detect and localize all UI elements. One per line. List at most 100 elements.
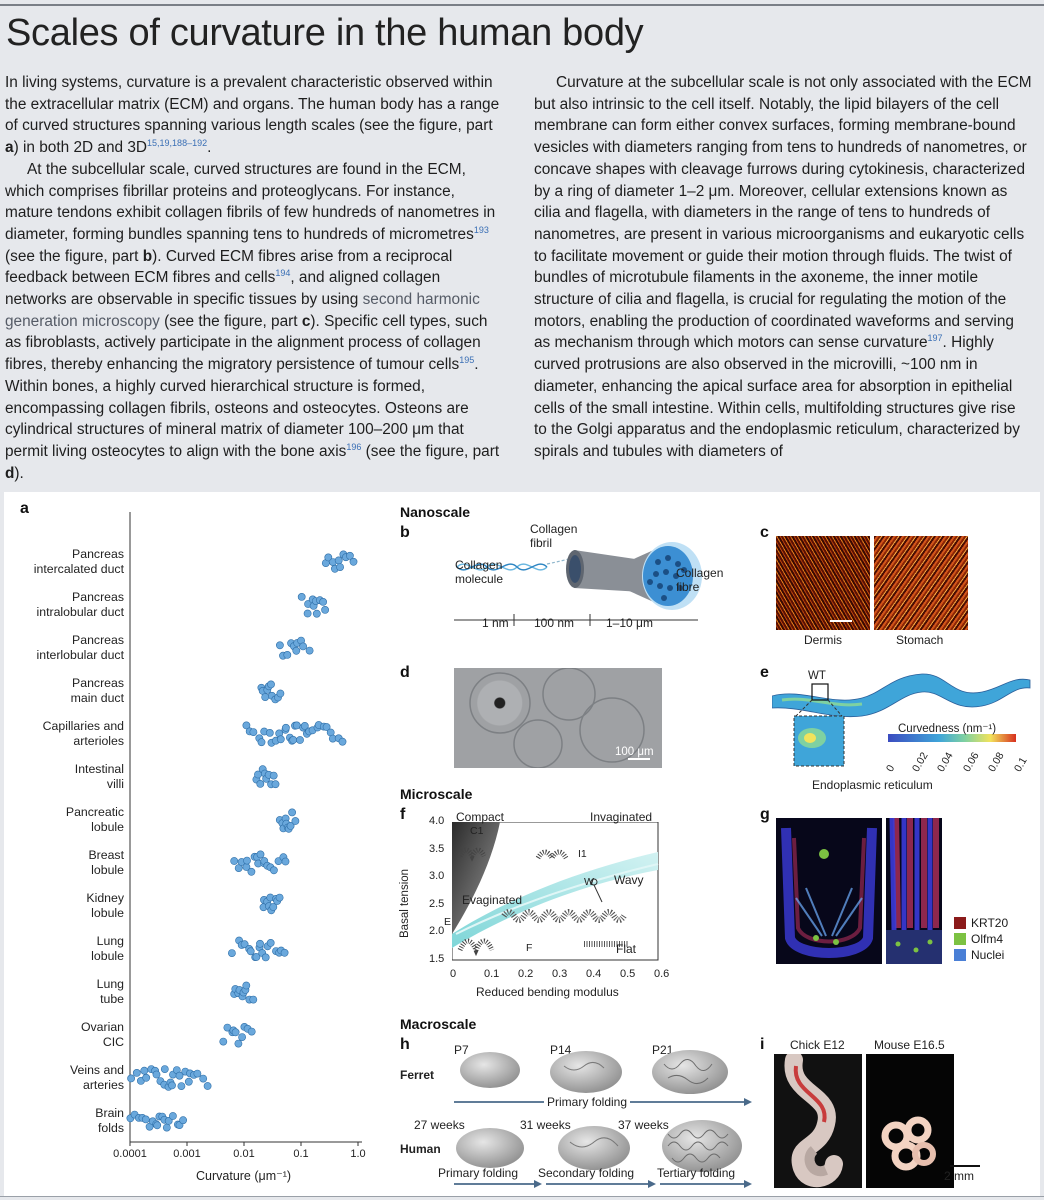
chart-category-label-line: Breast: [88, 848, 124, 862]
chart-series-row: [257, 680, 285, 704]
chart-category-label-line: lobule: [91, 905, 124, 920]
citation-ref[interactable]: 194: [275, 268, 291, 279]
chart-point: [267, 680, 275, 689]
chart-category-label-line: folds: [98, 1120, 124, 1135]
chart-point: [203, 1082, 212, 1090]
chart-category-label-line: Capillaries and: [42, 719, 124, 733]
right-column: Curvature at the subcellular scale is no…: [534, 72, 1032, 463]
phase-x-tick: 0.1: [484, 968, 500, 980]
collagen-fibre-label: Collagen fibre: [676, 566, 724, 594]
chart-category-label-line: Pancreatic: [65, 805, 124, 819]
chart-point: [312, 609, 321, 618]
panel-label-f: f: [400, 806, 406, 823]
chart-point: [179, 1116, 187, 1125]
chart-category-label-line: interlobular duct: [36, 647, 125, 662]
nanoscale-header: Nanoscale: [400, 504, 471, 520]
citation-ref[interactable]: 193: [473, 224, 489, 235]
chart-series-row: [126, 1110, 187, 1132]
chart-point: [160, 1065, 169, 1073]
chart-point: [238, 1033, 246, 1041]
citation-ref[interactable]: 195: [459, 355, 475, 366]
chart-point: [297, 593, 306, 601]
phase-x-tick: 0.3: [552, 968, 568, 980]
chart-point: [276, 689, 285, 698]
chart-point: [266, 938, 275, 947]
stomach-image: [874, 536, 968, 630]
chart-point: [322, 723, 331, 731]
panel-label-i: i: [760, 1036, 765, 1053]
chart-point: [249, 995, 258, 1004]
chart-series-row: [321, 550, 358, 573]
chart-series-row: [252, 765, 280, 789]
chart-series-row: [219, 1023, 256, 1048]
scale-100nm: 100 nm: [534, 616, 575, 630]
citation-ref[interactable]: 196: [346, 441, 362, 452]
i1-label: I1: [578, 848, 587, 860]
chart-category-label-line: Pancreas: [72, 547, 124, 561]
tertiary-folding: Tertiary folding: [657, 1166, 736, 1180]
chart-series-row: [230, 850, 290, 876]
label-31-weeks: 31 weeks: [520, 1118, 571, 1132]
chart-point: [345, 551, 354, 560]
f-point-label: F: [526, 942, 533, 954]
mouse-label: Mouse E16.5: [874, 1038, 945, 1052]
phase-x-tick: 0.4: [586, 968, 602, 980]
right-paragraph-1: Curvature at the subcellular scale is no…: [534, 74, 1032, 460]
citation-ref[interactable]: 15,19,188–192: [147, 137, 208, 148]
chart-series-row: [230, 981, 258, 1004]
panel-label-e: e: [760, 664, 769, 681]
chart-point: [142, 1073, 151, 1082]
chart-point: [227, 949, 236, 957]
chart-point: [286, 821, 295, 830]
chart-point: [334, 556, 343, 565]
chart-x-tick-label: 0.1: [293, 1148, 309, 1160]
chart-x-label: Curvature (μm⁻¹): [196, 1169, 292, 1183]
chart-point: [281, 723, 290, 732]
panel-label-h: h: [400, 1036, 410, 1053]
panel-label-a: a: [20, 500, 29, 517]
phase-x-tick: 0.5: [620, 968, 636, 980]
chart-point: [256, 850, 265, 859]
chart-point: [153, 1121, 162, 1130]
chart-point: [300, 721, 309, 730]
stain-legend-item: Nuclei: [954, 948, 1004, 962]
bottom-rule: [0, 1196, 1044, 1197]
left-paragraph-2: At the subcellular scale, curved structu…: [5, 160, 500, 482]
legend-label: KRT20: [971, 916, 1009, 930]
panel-label-c: c: [760, 524, 769, 541]
chart-point: [152, 1070, 161, 1079]
chart-point: [175, 1071, 184, 1080]
intestine-stain-right: [886, 818, 942, 964]
phase-x-tick: 0: [450, 968, 457, 980]
chart-category-label-line: Pancreas: [72, 633, 124, 647]
glossary-link[interactable]: second harmonic generation microscopy: [5, 291, 480, 330]
stain-legend-item: Olfm4: [954, 932, 1003, 946]
stain-legend-item: KRT20: [954, 916, 1008, 930]
phase-y-tick: 3.5: [429, 842, 445, 855]
phase-y-label: Basal tension: [399, 868, 411, 938]
chart-category-label-line: Lung: [96, 977, 124, 991]
citation-ref[interactable]: 197: [927, 333, 943, 344]
invaginated-label: Invaginated: [590, 810, 653, 824]
chart-point: [261, 953, 270, 962]
mouse-gut-image: [866, 1054, 954, 1188]
legend-swatch: [954, 933, 966, 945]
chart-point: [299, 642, 307, 651]
chart-category-label-line: CIC: [102, 1034, 124, 1049]
dermis-image: [776, 536, 870, 630]
chart-point: [281, 857, 290, 866]
chart-point: [269, 771, 278, 780]
chart-point: [230, 857, 239, 865]
evaginated-label: Evaginated: [462, 893, 523, 907]
compact-label: Compact: [456, 810, 505, 824]
left-column: In living systems, curvature is a preval…: [5, 72, 503, 484]
chart-x-tick-label: 1.0: [350, 1148, 366, 1160]
chart-category-label-line: Brain: [95, 1106, 124, 1120]
phase-y-tick: 1.5: [429, 952, 445, 965]
